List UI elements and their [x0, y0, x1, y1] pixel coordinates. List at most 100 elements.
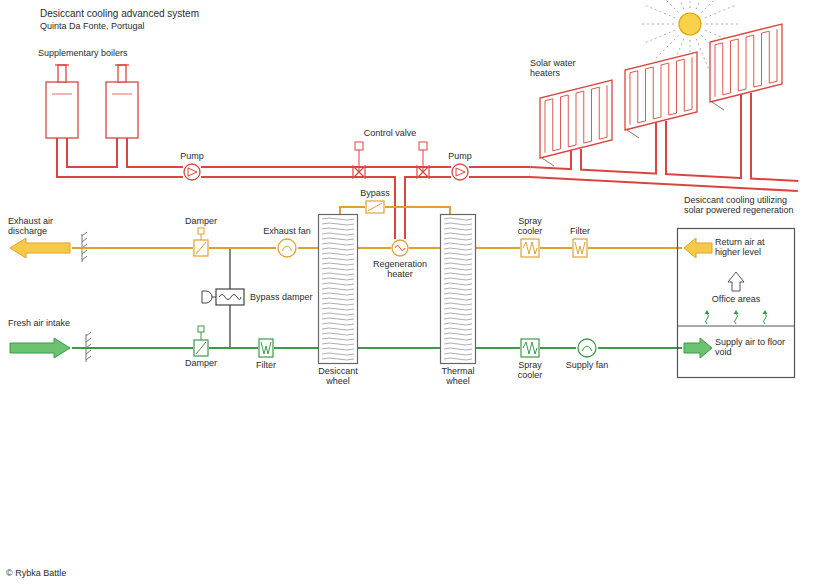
drawing-stroke [322, 258, 354, 260]
drawing-stroke [575, 242, 585, 254]
drawing-stroke [274, 347, 318, 349]
drawing-stroke [322, 278, 354, 280]
drawing-stroke [322, 353, 354, 355]
drawing-stroke [322, 308, 354, 310]
drawing-stroke [444, 278, 472, 280]
component-label: Supplementary boilers [38, 48, 138, 58]
drawing-stroke [394, 186, 406, 239]
drawing-stroke [521, 339, 539, 357]
air-duct [298, 248, 318, 249]
drawing-stroke [444, 238, 472, 240]
drawing-stroke [118, 65, 126, 82]
component-symbol [200, 288, 246, 306]
drawing-stroke [322, 223, 354, 225]
drawing-stroke [322, 343, 354, 345]
drawing-stroke [358, 247, 391, 249]
drawing-stroke [476, 247, 520, 249]
water-pipe [150, 172, 183, 173]
drawing-stroke [656, 0, 679, 13]
component-label: Return air at higher level [715, 237, 791, 257]
drawing-stroke [521, 239, 539, 257]
drawing-stroke [655, 121, 667, 179]
drawing-stroke [444, 233, 472, 235]
drawing-stroke [46, 82, 78, 138]
drawing-stroke [444, 353, 472, 355]
drawing-stroke [763, 310, 768, 314]
drawing-stroke [710, 24, 782, 102]
drawing-stroke [322, 333, 354, 335]
drawing-stroke [540, 247, 572, 249]
drawing-stroke [150, 168, 183, 176]
component-node: Damper [193, 326, 209, 356]
drawing-stroke [261, 342, 271, 354]
drawing-stroke [435, 166, 451, 178]
drawing-stroke [385, 207, 450, 214]
note-label: Quinta Da Fonte, Portugal [40, 21, 145, 31]
component-symbol [183, 163, 201, 181]
air-duct [358, 248, 391, 249]
drawing-stroke [340, 207, 365, 214]
drawing-stroke [452, 164, 468, 180]
drawing-stroke [112, 94, 132, 95]
drawing-stroke [322, 263, 354, 265]
drawing-stroke [396, 186, 404, 239]
sun [679, 13, 701, 35]
drawing-stroke [444, 263, 472, 265]
drawing-stroke [444, 343, 472, 345]
drawing-stroke [319, 215, 358, 364]
drawing-stroke [409, 247, 440, 249]
drawing-stroke [444, 313, 472, 315]
drawing-stroke [444, 298, 472, 300]
drawing-stroke [322, 298, 354, 300]
drawing-stroke [322, 323, 354, 325]
drawing-stroke [444, 248, 472, 250]
component-symbol [576, 338, 598, 358]
drawing-stroke [523, 342, 537, 354]
drawing-stroke [52, 94, 72, 95]
component-symbol [520, 238, 540, 258]
component-label: Thermal wheel [431, 366, 485, 386]
drawing-stroke [209, 347, 258, 349]
water-pipe [435, 172, 451, 173]
drawing-stroke [358, 347, 440, 349]
drawing-stroke [10, 238, 70, 258]
diagram-title: Desiccant cooling advanced system [40, 8, 199, 19]
component-node: Supply air to floor void [682, 334, 792, 362]
air-duct [409, 248, 440, 249]
drawing-stroke [646, 6, 676, 18]
air-duct [385, 207, 450, 214]
component-symbol [318, 214, 358, 364]
component-label: Solar water heaters [530, 58, 592, 78]
drawing-stroke [572, 149, 580, 174]
drawing-stroke [444, 243, 472, 245]
drawing-stroke [359, 150, 360, 172]
drawing-stroke [322, 283, 354, 285]
component-node: Fresh air intake [8, 318, 72, 360]
drawing-stroke [322, 338, 354, 340]
drawing-stroke [672, 0, 684, 9]
drawing-stroke [764, 313, 767, 324]
drawing-stroke [322, 273, 354, 275]
drawing-stroke [684, 338, 712, 358]
component-label: Control valve [355, 128, 425, 138]
component-label: Fresh air intake [8, 318, 72, 328]
drawing-stroke [734, 310, 739, 314]
water-pipe [201, 172, 345, 173]
air-duct [209, 248, 276, 249]
component-label: Exhaust fan [262, 226, 312, 236]
drawing-stroke [701, 0, 724, 13]
drawing-stroke [646, 30, 676, 42]
drawing-stroke [712, 102, 724, 110]
component-label: Supply fan [565, 360, 609, 370]
drawing-stroke [705, 310, 710, 314]
drawing-stroke [55, 64, 69, 65]
drawing-stroke [728, 272, 744, 291]
component-symbol [572, 238, 588, 258]
drawing-stroke [194, 340, 208, 356]
component-symbol [451, 163, 469, 181]
drawing-stroke [444, 293, 472, 295]
drawing-stroke [523, 242, 537, 254]
air-duct [476, 348, 520, 349]
component-label: Exhaust air discharge [8, 216, 72, 236]
